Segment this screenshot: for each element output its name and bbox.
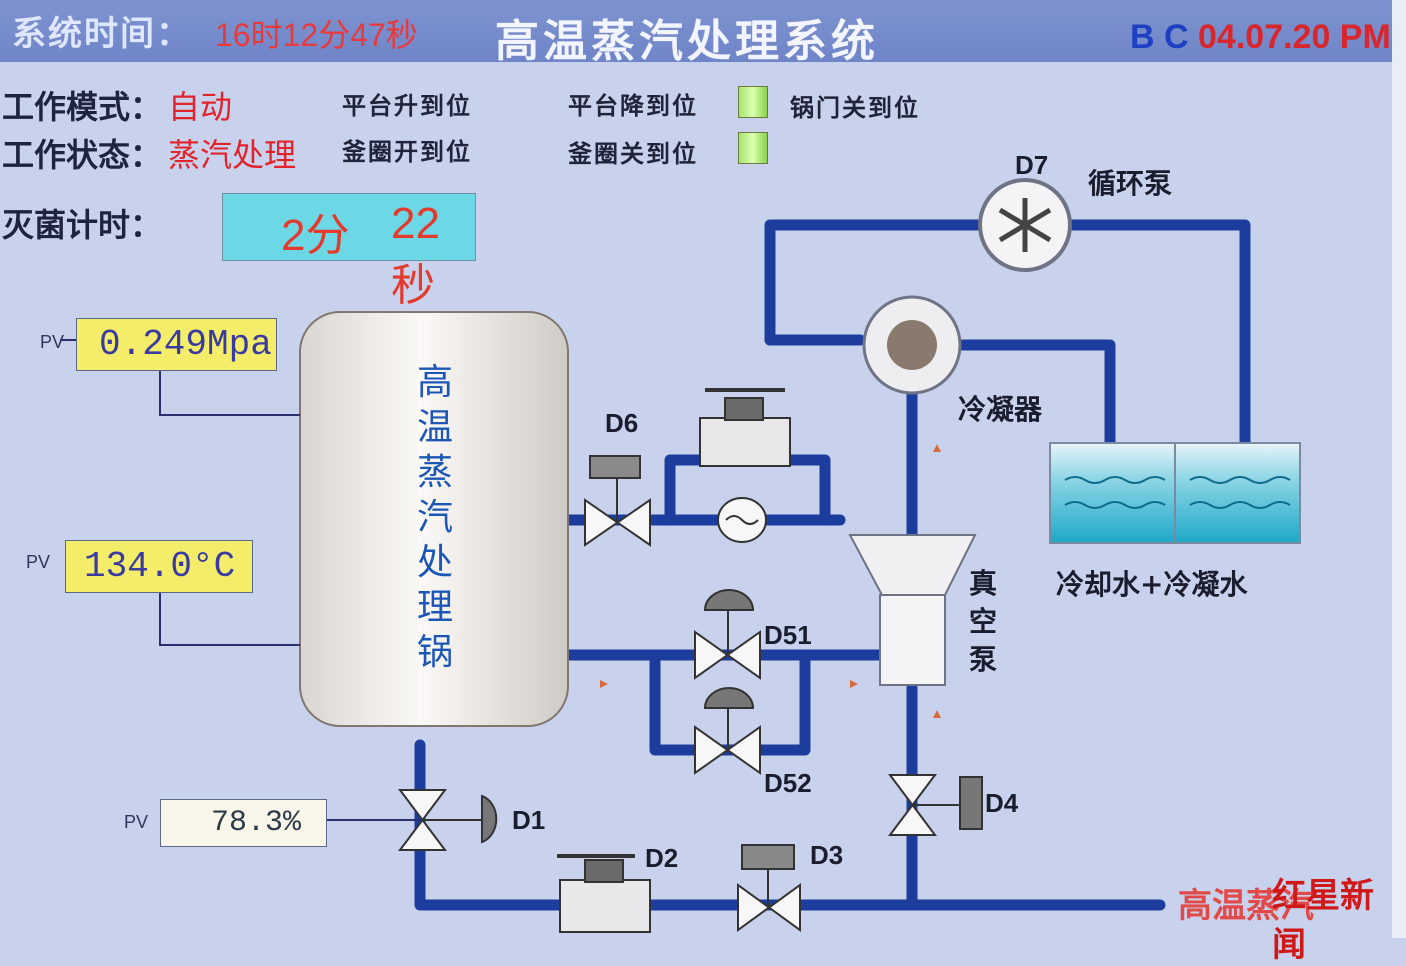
valve-d3 bbox=[737, 883, 801, 932]
work-state-value: 蒸汽处理 bbox=[168, 136, 297, 174]
flow-arrows bbox=[600, 444, 941, 718]
work-mode-label: 工作模式： bbox=[2, 88, 163, 126]
page-title: 高温蒸汽处理系统 bbox=[495, 16, 879, 67]
platform-down-indicator bbox=[738, 86, 768, 118]
ring-open-label: 釜圈开到位 bbox=[342, 137, 472, 166]
treatment-tank bbox=[299, 311, 569, 727]
date-value: 04.07.20 PM bbox=[1198, 18, 1391, 56]
valve-d6 bbox=[584, 498, 651, 547]
valve-d4 bbox=[888, 774, 937, 836]
ring-closed-label: 釜圈关到位 bbox=[568, 139, 698, 168]
pump-label: 循环泵 bbox=[1088, 167, 1173, 200]
percent-display: 78.3% bbox=[160, 799, 327, 847]
work-state-label: 工作状态： bbox=[2, 136, 163, 174]
right-frame bbox=[1392, 0, 1406, 938]
system-time-label: 系统时间： bbox=[12, 14, 192, 54]
d52-tag: D52 bbox=[764, 768, 812, 798]
d2-tag: D2 bbox=[645, 843, 679, 873]
water-tank-label: 冷却水+冷凝水 bbox=[1056, 568, 1248, 601]
ring-closed-indicator bbox=[738, 132, 768, 164]
water-waves bbox=[1064, 476, 1291, 509]
pressure-display: 0.249Mpa bbox=[76, 318, 277, 371]
d51-tag: D51 bbox=[764, 620, 812, 650]
percent-pv-label: PV bbox=[124, 812, 149, 832]
watermark-text: 高温蒸汽 bbox=[1178, 886, 1314, 926]
temperature-pv-label: PV bbox=[26, 552, 51, 572]
d6-bypass-right bbox=[779, 454, 831, 526]
d1-tag: D1 bbox=[512, 805, 546, 835]
pressure-pv-label: PV bbox=[40, 332, 65, 352]
sterilize-timer-label: 灭菌计时： bbox=[2, 206, 163, 244]
condenser-label: 冷凝器 bbox=[958, 393, 1043, 426]
d6-bypass-left bbox=[664, 454, 721, 526]
valve-d2 bbox=[559, 879, 651, 933]
condenser-core bbox=[887, 320, 937, 370]
condenser-to-tank-pipe bbox=[954, 339, 1116, 471]
temperature-display: 134.0°C bbox=[65, 540, 253, 593]
platform-up-label: 平台升到位 bbox=[342, 91, 472, 120]
news-logo: 红星新闻 bbox=[1272, 876, 1374, 965]
vacuum-pump-funnel bbox=[848, 534, 977, 596]
date-prefix: B C bbox=[1130, 18, 1189, 56]
pump-fan-icon bbox=[998, 198, 1052, 252]
system-time-value: 16时12分47秒 bbox=[215, 17, 418, 53]
platform-down-label: 平台降到位 bbox=[568, 91, 698, 120]
work-mode-value: 自动 bbox=[168, 88, 233, 126]
timer-seconds: 22秒 bbox=[391, 199, 440, 310]
header-bar bbox=[0, 0, 1406, 62]
manual-valve-upper bbox=[699, 417, 791, 467]
valves bbox=[398, 388, 983, 933]
door-closed-label: 锅门关到位 bbox=[790, 93, 920, 122]
d7-tag: D7 bbox=[1015, 150, 1049, 180]
date-display: B C 04.07.20 PM bbox=[1130, 18, 1391, 57]
vacuum-pump-body bbox=[879, 594, 946, 686]
d6-tag: D6 bbox=[605, 408, 639, 438]
timer-minutes: 2分 bbox=[281, 211, 350, 260]
sterilize-timer-display: 2分 22秒 bbox=[222, 193, 476, 310]
tank-label: 高温蒸汽处理锅 bbox=[416, 362, 453, 673]
valve-d1 bbox=[398, 789, 447, 851]
d4-tag: D4 bbox=[985, 788, 1019, 818]
d3-tag: D3 bbox=[810, 840, 844, 870]
process-diagram bbox=[60, 178, 1301, 933]
vacuum-pump-label: 真空泵 bbox=[968, 567, 997, 676]
